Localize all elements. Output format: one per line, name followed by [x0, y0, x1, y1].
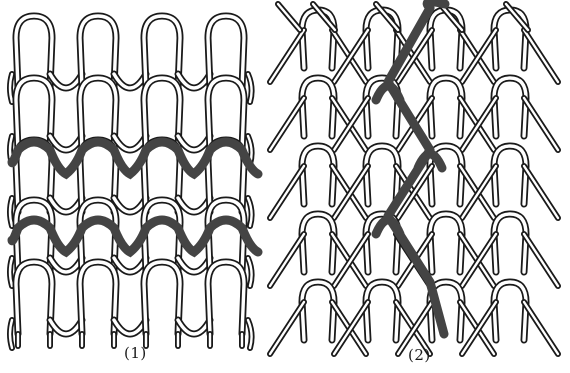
sinker-loop: [178, 74, 210, 88]
sinker-loop: [114, 198, 146, 212]
warp-lap: [366, 10, 398, 68]
caption-panel-1: (1): [124, 344, 147, 362]
sinker-loop: [114, 320, 146, 334]
sinker-loop: [50, 320, 82, 334]
underlap: [270, 166, 304, 218]
underlap: [270, 30, 304, 82]
sinker-loop: [50, 258, 82, 272]
sinker-loop: [178, 198, 210, 212]
sinker-loop: [178, 258, 210, 272]
underlap: [524, 98, 558, 150]
warp-lap: [430, 214, 462, 272]
warp-lap: [302, 282, 334, 340]
underlap: [524, 30, 558, 82]
warp-lap: [366, 146, 398, 204]
warp-lap: [494, 214, 526, 272]
sinker-loop: [114, 258, 146, 272]
edge-yarn: [248, 320, 252, 348]
weft-loop: [208, 262, 244, 334]
underlap: [270, 302, 304, 354]
underlap: [524, 234, 558, 286]
sinker-loop: [114, 74, 146, 88]
warp-lap: [302, 214, 334, 272]
sinker-loop: [50, 74, 82, 88]
edge-yarn: [10, 320, 12, 348]
edge-yarn: [10, 198, 12, 226]
warp-lap: [366, 282, 398, 340]
highlight-loop-head: [376, 86, 400, 100]
weft-loop: [80, 262, 116, 334]
underlap: [270, 234, 304, 286]
underlap: [524, 302, 558, 354]
weft-loops: [10, 16, 252, 348]
warp-lap: [302, 146, 334, 204]
edge-yarn: [248, 74, 252, 102]
highlight-loop-head: [376, 220, 400, 234]
edge-yarn: [248, 198, 252, 226]
sinker-loop: [178, 136, 210, 150]
edge-yarn: [10, 258, 12, 286]
weft-loop: [16, 262, 52, 334]
panel-weft-knit: [10, 16, 258, 348]
warp-lap: [430, 10, 462, 68]
underlap: [270, 98, 304, 150]
warp-lap: [302, 78, 334, 136]
sinker-loop: [50, 136, 82, 150]
sinker-loop: [50, 198, 82, 212]
warp-lap: [430, 78, 462, 136]
warp-lap: [494, 282, 526, 340]
edge-yarn: [10, 74, 12, 102]
edge-yarn: [248, 258, 252, 286]
panel-warp-knit: [270, 2, 558, 354]
sinker-loop: [178, 320, 210, 334]
yarn-end: [278, 4, 300, 30]
warp-lap: [494, 78, 526, 136]
weft-loop: [144, 262, 180, 334]
underlap: [524, 166, 558, 218]
sinker-loop: [114, 136, 146, 150]
caption-panel-2: (2): [408, 346, 431, 364]
warp-lap: [494, 146, 526, 204]
